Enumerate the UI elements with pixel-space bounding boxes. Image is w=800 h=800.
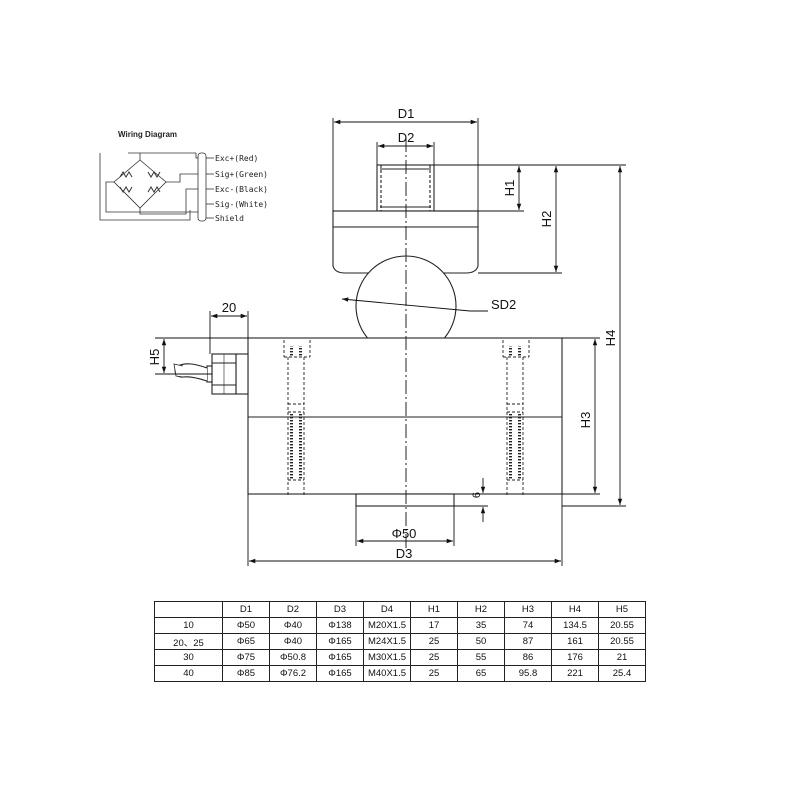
dim-h2-label: H2 bbox=[539, 211, 554, 228]
table-cell: 30 bbox=[154, 649, 223, 666]
bolt-hole-left bbox=[283, 340, 311, 496]
table-cell: 35 bbox=[457, 617, 505, 634]
spec-table: D1 D2 D3 D4 H1 H2 H3 H4 H5 10 Φ50 Φ40 Φ1… bbox=[154, 601, 646, 682]
table-cell: 221 bbox=[551, 665, 599, 682]
table-cell: Φ85 bbox=[222, 665, 270, 682]
table-cell: 86 bbox=[504, 649, 552, 666]
wire-sig-minus-label: Sig-(White) bbox=[215, 200, 268, 209]
table-cell: 20.55 bbox=[598, 633, 646, 650]
header-cell-h4: H4 bbox=[551, 601, 599, 618]
table-header-row: D1 D2 D3 D4 H1 H2 H3 H4 H5 bbox=[154, 601, 646, 618]
header-cell-h2: H2 bbox=[457, 601, 505, 618]
table-cell: 25 bbox=[410, 633, 458, 650]
table-cell: Φ50.8 bbox=[269, 649, 317, 666]
table-cell: 74 bbox=[504, 617, 552, 634]
dim-h1-label: H1 bbox=[502, 180, 517, 197]
table-row: 40 Φ85 Φ76.2 Φ165 M40X1.5 25 65 95.8 221… bbox=[154, 665, 646, 682]
wire-sig-plus-label: Sig+(Green) bbox=[215, 170, 268, 179]
table-cell: Φ75 bbox=[222, 649, 270, 666]
table-cell: 20.55 bbox=[598, 617, 646, 634]
table-cell: Φ65 bbox=[222, 633, 270, 650]
table-cell: 10 bbox=[154, 617, 223, 634]
table-cell: 21 bbox=[598, 649, 646, 666]
dim-6-label: 6 bbox=[471, 492, 483, 498]
table-cell: 20、25 bbox=[154, 633, 223, 650]
table-cell: 95.8 bbox=[504, 665, 552, 682]
table-cell: M40X1.5 bbox=[363, 665, 411, 682]
table-cell: 87 bbox=[504, 633, 552, 650]
table-cell: Φ50 bbox=[222, 617, 270, 634]
main-body bbox=[247, 337, 563, 495]
table-cell: 25 bbox=[410, 665, 458, 682]
table-cell: M24X1.5 bbox=[363, 633, 411, 650]
header-cell-h3: H3 bbox=[504, 601, 552, 618]
dim-sd2-label: SD2 bbox=[491, 297, 516, 312]
header-cell-d4: D4 bbox=[363, 601, 411, 618]
dim-h4-label: H4 bbox=[603, 330, 618, 347]
table-cell: Φ40 bbox=[269, 633, 317, 650]
table-row: 20、25 Φ65 Φ40 Φ165 M24X1.5 25 50 87 161 … bbox=[154, 633, 646, 650]
table-cell: Φ165 bbox=[316, 633, 364, 650]
dim-d2-label: D2 bbox=[398, 130, 415, 145]
table-cell: Φ165 bbox=[316, 665, 364, 682]
table-cell: M30X1.5 bbox=[363, 649, 411, 666]
table-cell: Φ138 bbox=[316, 617, 364, 634]
wiring-title: Wiring Diagram bbox=[118, 130, 177, 139]
table-row: 30 Φ75 Φ50.8 Φ165 M30X1.5 25 55 86 176 2… bbox=[154, 649, 646, 666]
table-cell: Φ165 bbox=[316, 649, 364, 666]
header-cell-h5: H5 bbox=[598, 601, 646, 618]
dim-d3-label: D3 bbox=[396, 546, 413, 561]
header-cell-d3: D3 bbox=[316, 601, 364, 618]
table-cell: Φ76.2 bbox=[269, 665, 317, 682]
table-row: 10 Φ50 Φ40 Φ138 M20X1.5 17 35 74 134.5 2… bbox=[154, 617, 646, 634]
table-cell: 161 bbox=[551, 633, 599, 650]
table-cell: 25.4 bbox=[598, 665, 646, 682]
table-cell: 55 bbox=[457, 649, 505, 666]
bottom-boss bbox=[355, 493, 455, 507]
dim-d1-label: D1 bbox=[398, 106, 415, 121]
dim-h5-label: H5 bbox=[147, 349, 162, 366]
header-cell-h1: H1 bbox=[410, 601, 458, 618]
dimension-lines bbox=[155, 118, 626, 566]
bolt-hole-right bbox=[502, 340, 530, 496]
header-cell-capacity bbox=[154, 601, 223, 618]
header-cell-d1: D1 bbox=[222, 601, 270, 618]
table-cell: 134.5 bbox=[551, 617, 599, 634]
wire-shield-label: Shield bbox=[215, 214, 244, 223]
table-cell: M20X1.5 bbox=[363, 617, 411, 634]
table-cell: 40 bbox=[154, 665, 223, 682]
wiring-diagram: Wiring Diagram bbox=[99, 130, 214, 222]
dim-phi50-label: Φ50 bbox=[392, 526, 417, 541]
bridge-resistor-network bbox=[113, 159, 167, 209]
table-cell: 65 bbox=[457, 665, 505, 682]
table-cell: Φ40 bbox=[269, 617, 317, 634]
dim-h3-label: H3 bbox=[578, 412, 593, 429]
load-cell-drawing bbox=[173, 164, 563, 507]
dim-20-label: 20 bbox=[222, 300, 236, 315]
wire-exc-minus-label: Exc-(Black) bbox=[215, 185, 268, 194]
header-cell-d2: D2 bbox=[269, 601, 317, 618]
table-cell: 25 bbox=[410, 649, 458, 666]
table-cell: 176 bbox=[551, 649, 599, 666]
table-cell: 17 bbox=[410, 617, 458, 634]
wire-exc-plus-label: Exc+(Red) bbox=[215, 154, 258, 163]
table-cell: 50 bbox=[457, 633, 505, 650]
cable-gland bbox=[173, 353, 249, 395]
